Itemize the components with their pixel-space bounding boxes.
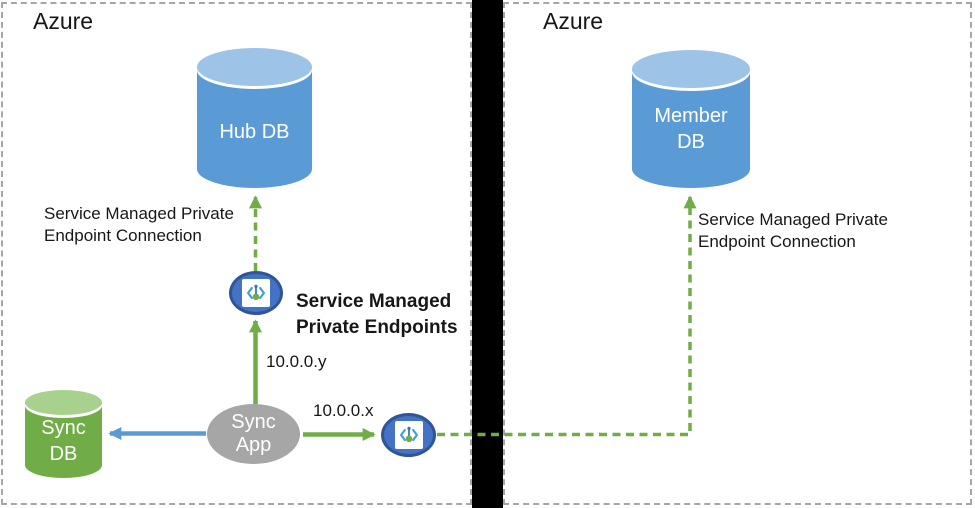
ip-label-x: 10.0.0.x: [313, 401, 374, 420]
azure-region-right-title: Azure: [543, 8, 604, 34]
service-managed-private-endpoints-title: Service Managed Private Endpoints: [296, 291, 458, 338]
member-db-cylinder-body: [632, 69, 750, 188]
hub-db-cylinder-top: [197, 48, 312, 86]
private-endpoint-icon: [242, 279, 270, 307]
ip-label-y: 10.0.0.y: [266, 352, 327, 371]
private-endpoint-icon: [394, 421, 423, 449]
member-db-label: Member DB: [654, 105, 728, 153]
member-db-cylinder-top: [632, 50, 750, 88]
private-endpoint-node-y: [229, 271, 283, 315]
right-connection-label: Service Managed Private Endpoint Connect…: [698, 210, 888, 251]
hub-db-label: Hub DB: [219, 121, 290, 143]
sync-db-cylinder: Sync DB: [25, 390, 102, 478]
sync-db-cylinder-top: [25, 390, 102, 415]
region-divider-bar: [472, 0, 503, 508]
hub-db-cylinder-body: [197, 67, 312, 188]
sync-app-ellipse: Sync App: [207, 404, 300, 464]
hub-db-cylinder: Hub DB: [197, 48, 312, 188]
sync-db-label: Sync DB: [41, 417, 86, 465]
private-endpoint-node-x: [381, 413, 436, 457]
member-db-cylinder: Member DB: [632, 50, 750, 188]
azure-region-left-title: Azure: [33, 8, 94, 34]
left-connection-label: Service Managed Private Endpoint Connect…: [44, 204, 234, 245]
sync-app-label: Sync App: [231, 411, 276, 456]
